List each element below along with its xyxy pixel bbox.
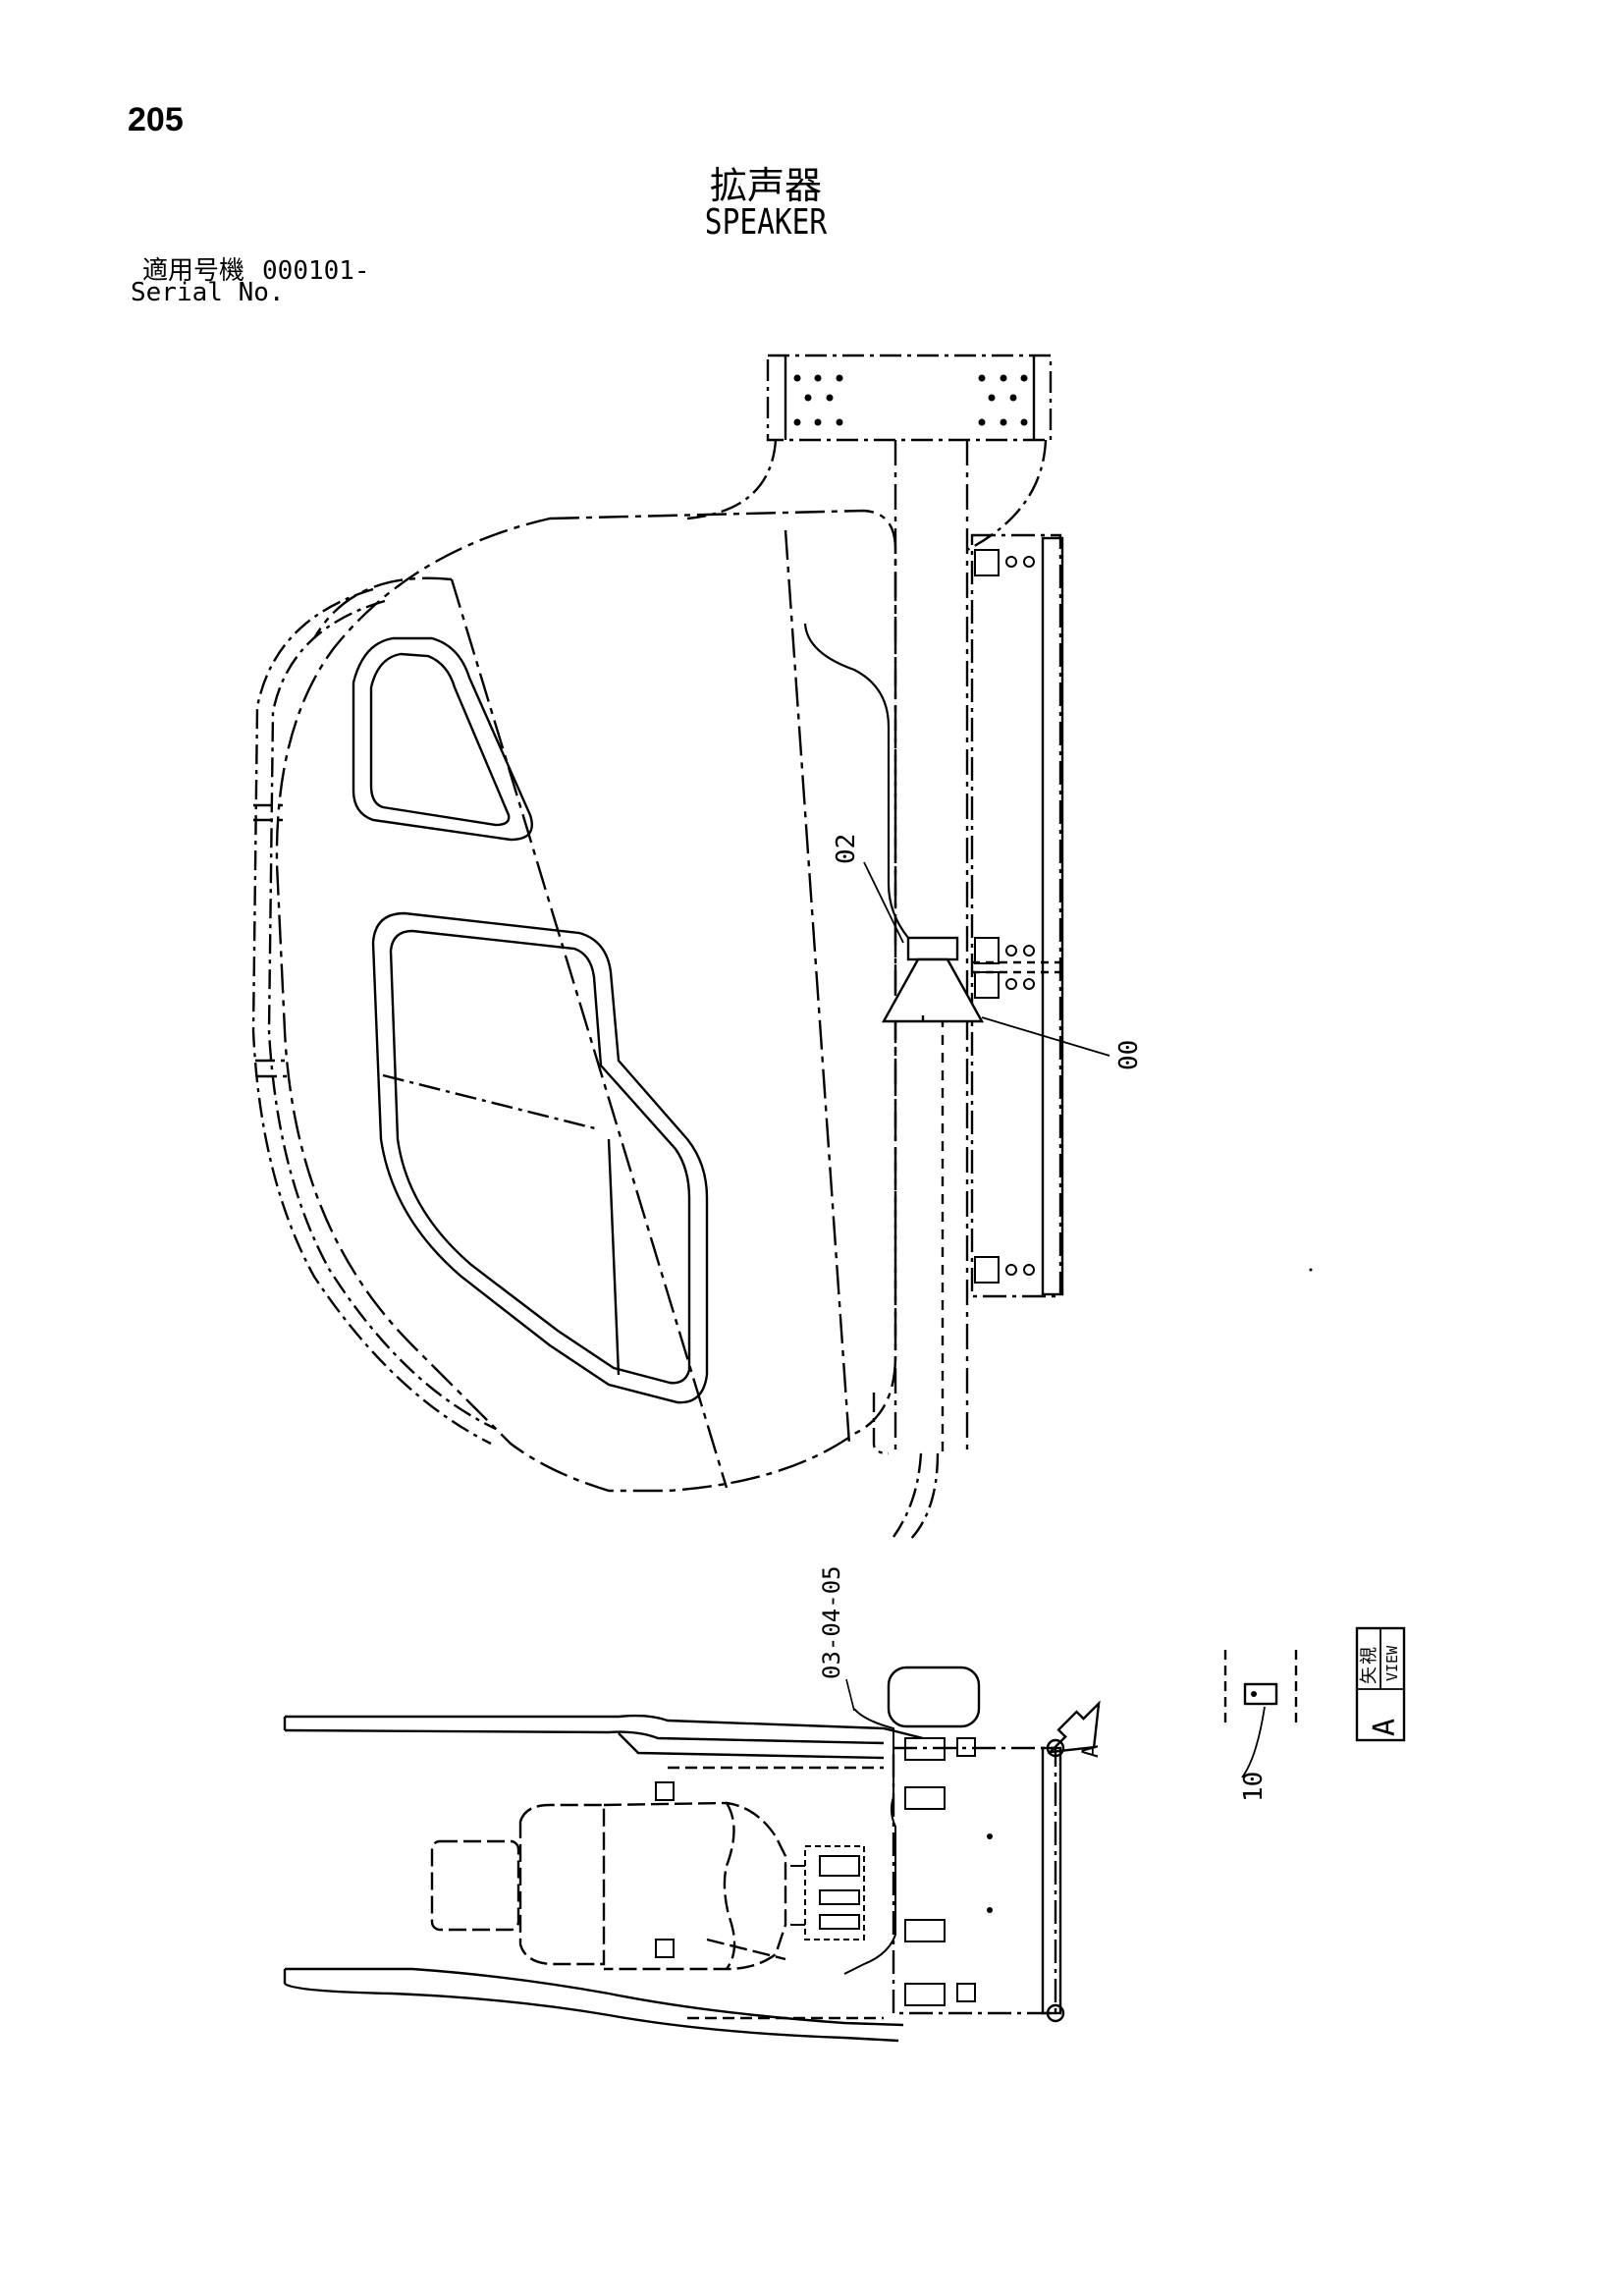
view-letter: A — [1368, 1719, 1402, 1736]
callout-02: 02 — [832, 834, 861, 864]
right-console — [892, 1737, 1065, 2023]
top-bracket — [766, 354, 1053, 442]
page-number: 205 — [128, 101, 184, 138]
cab-door-window — [371, 911, 709, 1404]
upper-rail — [283, 1714, 924, 1770]
callout-10: 10 — [1239, 1772, 1269, 1802]
callout-00: 00 — [1114, 1040, 1144, 1070]
handrail — [251, 587, 497, 1446]
seat-top-view — [283, 1666, 1101, 2043]
serial-label-en: Serial No. — [131, 278, 285, 307]
harness-route — [843, 1708, 896, 1975]
operator-seat — [430, 1801, 787, 1971]
serial-label-ja: 適用号機 000101- — [142, 250, 370, 287]
view-a-label-box: 矢 視 VIEW A — [1355, 1626, 1406, 1742]
serial-value: 000101- — [262, 256, 370, 286]
part-10-clip — [1223, 1650, 1298, 1778]
view-english: VIEW — [1383, 1645, 1401, 1681]
cab-upper-window — [352, 636, 533, 842]
view-arrow-icon — [1047, 1700, 1101, 1754]
speaker-wire — [803, 623, 909, 939]
view-kanji-bottom: 視 — [1359, 1647, 1380, 1665]
serial-label-ja-text: 適用号機 — [142, 256, 245, 286]
seat-mechanism — [655, 1781, 865, 1958]
speaker-body-top — [887, 1666, 981, 1728]
lower-rail — [283, 1967, 904, 2043]
callout-view-a: A — [1079, 1745, 1104, 1758]
title-japanese: 拡声器 — [709, 164, 822, 207]
view-kanji-top: 矢 — [1359, 1667, 1380, 1684]
cab-side-view — [251, 354, 1110, 1543]
callout-03-04-05: 03-04-05 — [818, 1565, 845, 1679]
cab-body — [275, 509, 897, 1493]
title-english: SPEAKER — [704, 202, 828, 243]
speaker-cone-icon — [881, 936, 985, 1023]
side-frame-rail — [970, 533, 1064, 1298]
